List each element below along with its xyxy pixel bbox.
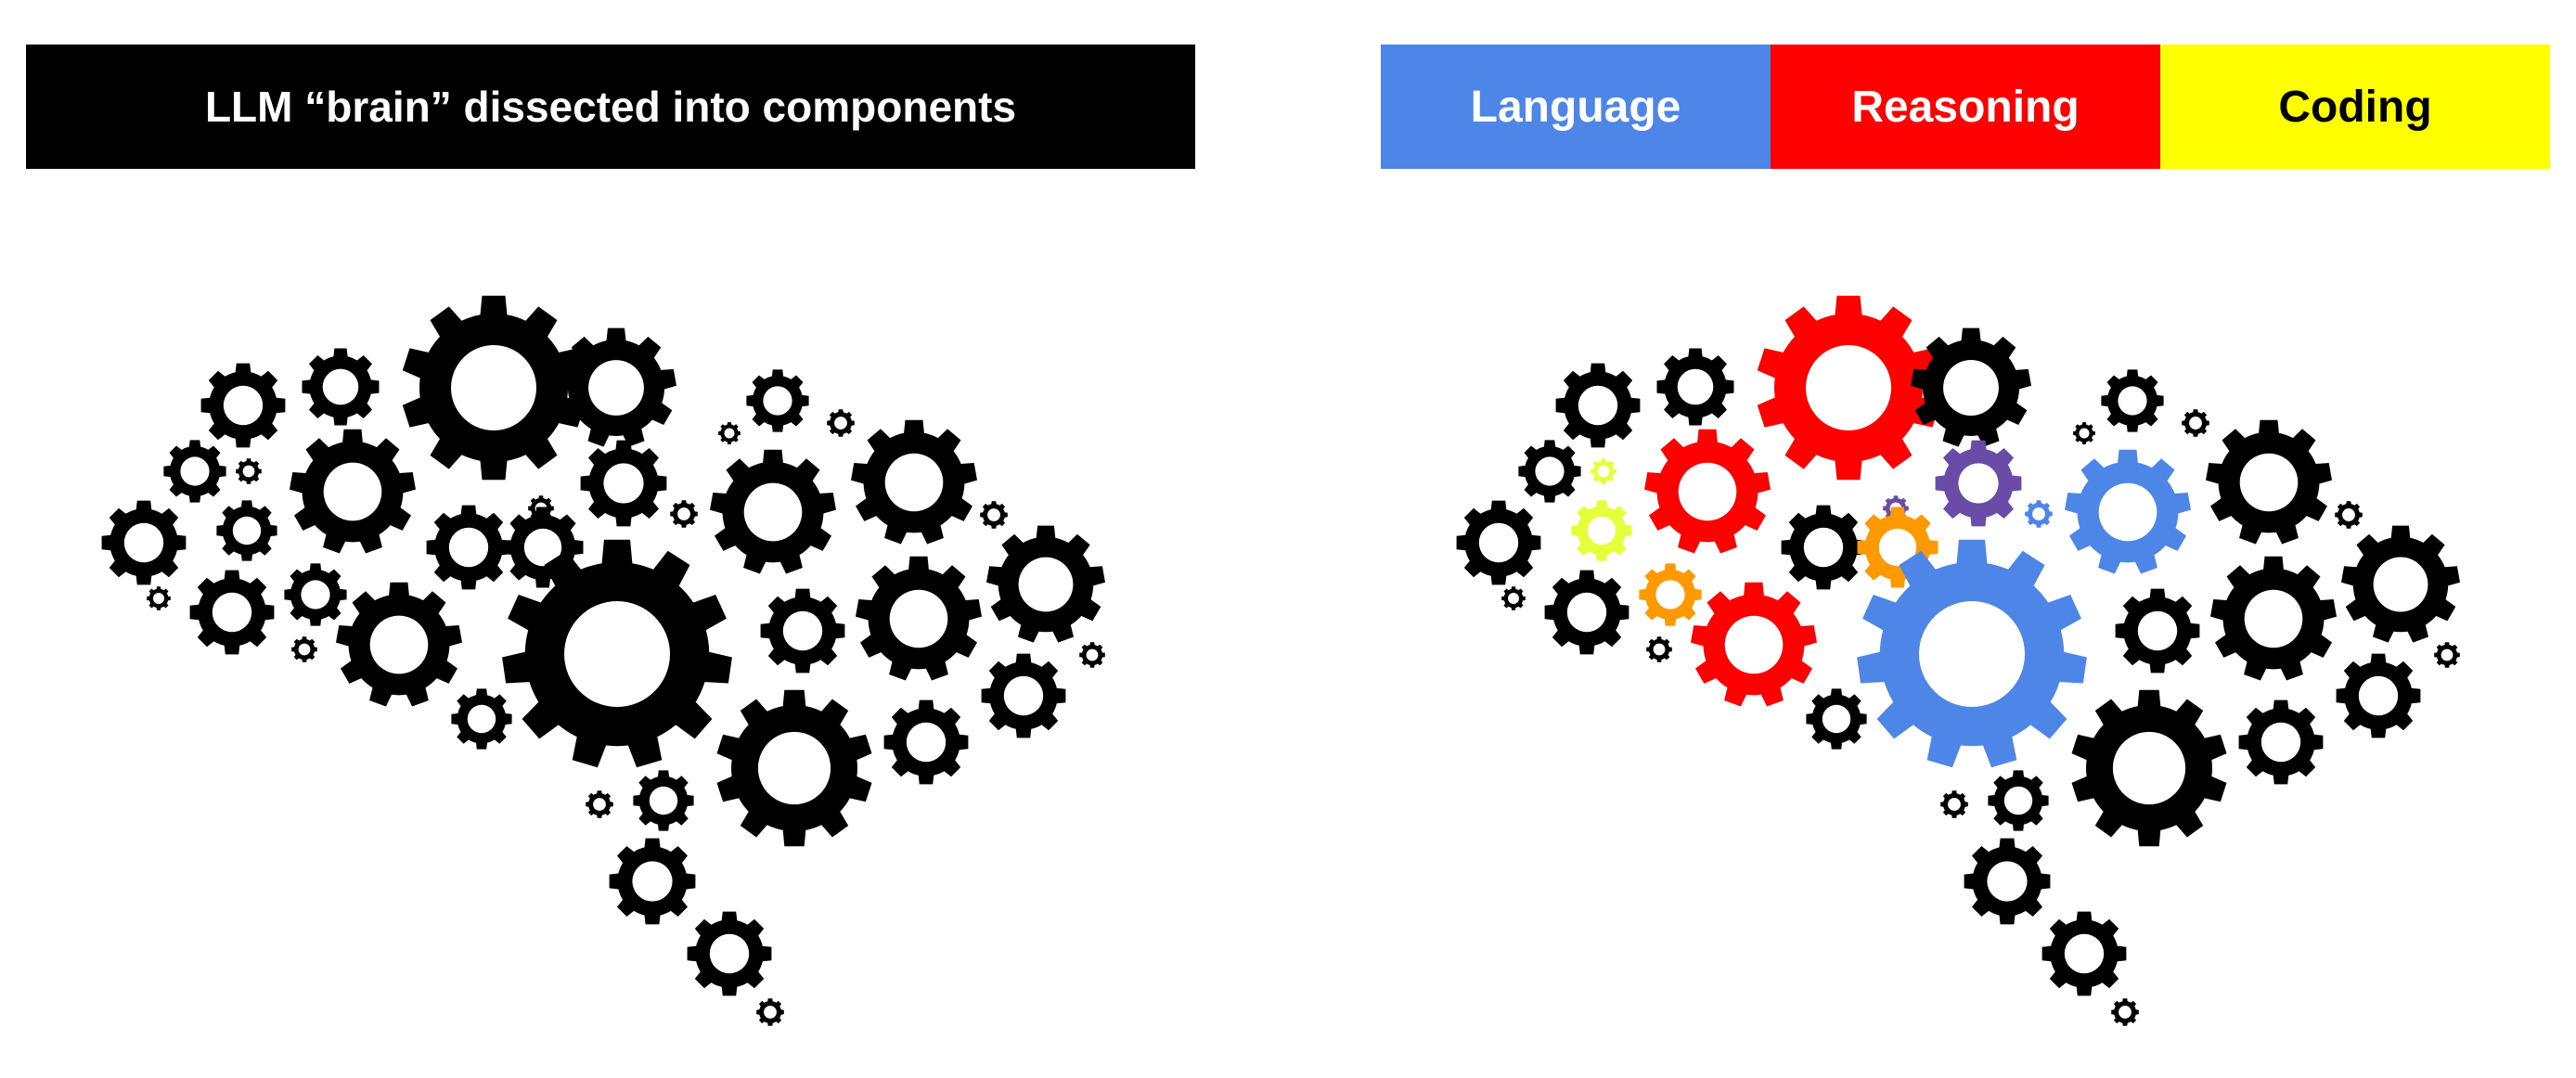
gear-icon (402, 295, 586, 481)
legend-reasoning-label: Reasoning (1851, 82, 2080, 132)
gear-icon (2025, 500, 2053, 528)
gear-icon (2101, 369, 2164, 432)
gear-icon (2341, 525, 2460, 643)
gear-icon (556, 327, 676, 447)
gear-icon (2206, 419, 2332, 545)
legend: Language Reasoning Coding (1381, 45, 2550, 169)
gear-icon (2073, 422, 2095, 444)
gear-icon (1656, 348, 1734, 426)
gear-icon (1940, 790, 1968, 818)
gear-icon (827, 409, 855, 437)
gear-icon (2071, 689, 2227, 847)
gear-icon (336, 582, 462, 707)
gear-icon (1639, 563, 1702, 626)
legend-language: Language (1381, 45, 1771, 169)
gear-icon (851, 419, 977, 545)
gear-icon (1571, 500, 1632, 561)
gear-icon (291, 636, 317, 662)
gear-icon (1911, 327, 2031, 447)
gear-icon (1079, 642, 1105, 668)
gear-icon (2041, 911, 2127, 996)
gear-icon (101, 500, 187, 585)
gear-icon (687, 911, 772, 996)
gear-icon (236, 458, 262, 484)
gear-icon (1644, 429, 1771, 554)
gear-icon (1757, 295, 1940, 481)
legend-coding-label: Coding (2278, 82, 2432, 132)
gear-icon (451, 688, 512, 750)
gear-icon (1544, 570, 1629, 655)
gear-icon (426, 505, 511, 590)
gear-icon (710, 449, 836, 574)
gear-icon (216, 500, 277, 561)
gear-icon (1518, 440, 1581, 503)
gear-icon (1806, 688, 1867, 750)
legend-reasoning: Reasoning (1771, 45, 2160, 169)
gear-icon (883, 699, 969, 785)
legend-language-label: Language (1470, 82, 1681, 132)
gear-icon (586, 790, 613, 818)
gear-icon (200, 363, 286, 448)
title-bar: LLM “brain” dissected into components (26, 45, 1195, 169)
gear-icon (986, 525, 1105, 643)
gear-icon (1691, 582, 1817, 707)
colored-brain (1456, 295, 2460, 1026)
title-text: LLM “brain” dissected into components (204, 83, 1017, 131)
gear-icon (147, 586, 171, 610)
gear-icon (1456, 500, 1541, 585)
gear-icon (2336, 653, 2421, 738)
gear-icon (609, 838, 696, 925)
uncolored-brain (101, 295, 1105, 1026)
gear-icon (633, 770, 694, 831)
gear-icon (718, 422, 741, 444)
gear-icon (2335, 501, 2363, 529)
gear-icon (302, 348, 380, 426)
gear-icon (1501, 586, 1526, 610)
legend-coding: Coding (2160, 45, 2550, 169)
gear-icon (2434, 642, 2460, 668)
gear-icon (290, 429, 416, 554)
gear-icon (760, 588, 845, 674)
gear-icon (746, 369, 809, 432)
gear-icon (856, 556, 982, 681)
gear-icon (2065, 449, 2191, 574)
gear-icon (2210, 556, 2337, 681)
gear-icon (502, 539, 732, 768)
gear-icon (163, 440, 226, 503)
gear-icon (2238, 699, 2324, 785)
gear-icon (716, 689, 872, 847)
gear-icon (1935, 440, 2022, 527)
gear-icon (980, 501, 1008, 529)
gear-icon (1781, 505, 1866, 590)
gear-icon (189, 570, 275, 655)
gear-icon (756, 998, 784, 1026)
gear-icon (580, 440, 667, 527)
gear-icon (2182, 409, 2209, 437)
gear-icon (1964, 838, 2051, 925)
gear-icon (2111, 998, 2139, 1026)
gear-icon (1555, 363, 1641, 448)
gear-icon (1646, 636, 1672, 662)
gear-icon (1988, 770, 2049, 831)
gear-icon (1591, 458, 1616, 484)
gear-icon (2115, 588, 2200, 674)
gear-icon (981, 653, 1066, 738)
gear-icon (284, 563, 347, 626)
gear-icon (670, 500, 698, 528)
gear-icon (1857, 539, 2087, 768)
